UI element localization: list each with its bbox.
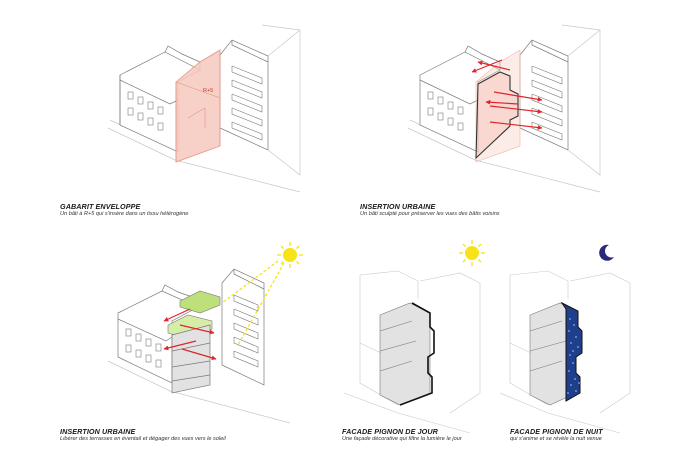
pignon-outline [399,302,435,406]
diagram-gabarit-enveloppe: R+5 [107,24,301,193]
diagram-facade-jour [343,240,485,434]
caption-subtitle: Une façade décorative qui filtre la lumi… [342,436,462,443]
sculpted-volume [475,71,519,160]
context-buildings [407,24,601,193]
caption-title: FACADE PIGNON DE NUIT [510,427,603,436]
caption-facade-nuit: FACADE PIGNON DE NUIT qui s'anime et se … [510,427,603,443]
panel-insertion-urbaine-2: INSERTION URBAINE Libérer des terrasses … [0,233,320,467]
panel-facade-jour: FACADE PIGNON DE JOUR Une façade décorat… [320,233,500,467]
caption-insertion-1: INSERTION URBAINE Un bâti sculpté pour p… [360,202,500,218]
envelope-volume: R+5 [175,49,221,163]
light-dots [567,318,580,394]
volume-label: R+5 [203,88,213,94]
view-arrows [471,59,543,130]
sun-icon [277,242,303,268]
moon-icon [599,244,614,261]
night-pignon [560,301,583,402]
diagram-insertion-urbaine-1 [407,24,601,193]
caption-title: INSERTION URBAINE [360,202,436,211]
caption-title: GABARIT ENVELOPPE [60,202,141,211]
caption-subtitle: Libérer des terrasses en éventail et dég… [60,436,226,443]
panel-facade-nuit: FACADE PIGNON DE NUIT qui s'anime et se … [499,233,700,467]
sculpted-volume [171,324,211,394]
diagram-insertion-urbaine-2 [107,242,303,424]
sun-rays [221,260,285,346]
context-buildings [107,24,301,193]
panel-insertion-urbaine-1: INSERTION URBAINE Un bâti sculpté pour p… [350,0,700,233]
caption-title: FACADE PIGNON DE JOUR [342,427,438,436]
caption-insertion-2: INSERTION URBAINE Libérer des terrasses … [60,427,226,443]
diagram-facade-nuit [499,244,631,434]
caption-facade-jour: FACADE PIGNON DE JOUR Une façade décorat… [342,427,462,443]
caption-gabarit: GABARIT ENVELOPPE Un bâti à R+5 qui s'in… [60,202,189,218]
caption-title: INSERTION URBAINE [60,427,136,436]
panel-gabarit-enveloppe: R+5 GABARIT ENVELOPPE Un bâti à R+5 qui … [0,0,350,233]
facade-volume [379,302,431,406]
caption-subtitle: Un bâti à R+5 qui s'insère dans un tissu… [60,211,189,218]
caption-subtitle: qui s'anime et se révèle la nuit venue [510,436,602,443]
sun-icon [459,240,485,266]
caption-subtitle: Un bâti sculpté pour préserver les vues … [360,211,500,218]
view-arrows [163,308,217,361]
